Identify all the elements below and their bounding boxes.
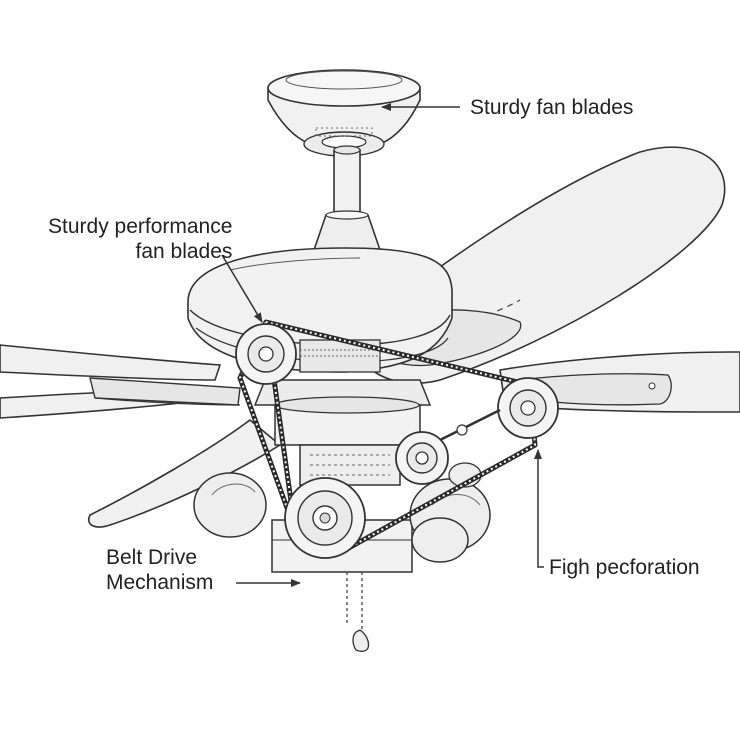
pull-chain bbox=[346, 572, 370, 652]
downrod bbox=[312, 145, 382, 251]
pulley-bottom-large bbox=[284, 477, 366, 559]
motor-housing bbox=[187, 247, 453, 373]
ceiling-canopy bbox=[267, 69, 421, 157]
pulley-top-left bbox=[235, 323, 297, 385]
leader-bottom-right bbox=[534, 449, 544, 568]
label-line-1: Sturdy performance bbox=[48, 215, 233, 238]
fan-blade-right bbox=[499, 351, 740, 413]
label-figh-pecforation-text: Figh pecforation bbox=[549, 556, 700, 579]
label-line-2: fan blades bbox=[135, 240, 233, 263]
pulley-middle bbox=[395, 408, 501, 485]
label-line-1: Belt Drive bbox=[106, 546, 198, 569]
label-figh-pecforation: Figh pecforation bbox=[549, 555, 700, 580]
leader-lines bbox=[221, 103, 544, 587]
label-sturdy-fan-blades: Sturdy fan blades bbox=[470, 95, 633, 120]
fan-blade-left bbox=[0, 344, 241, 419]
label-line-2: Mechanism bbox=[106, 571, 214, 594]
label-sturdy-performance-fan-blades: Sturdy performance fan blades bbox=[48, 214, 232, 264]
label-sturdy-fan-blades-text: Sturdy fan blades bbox=[470, 96, 634, 119]
pulley-right bbox=[497, 377, 559, 439]
label-belt-drive-mechanism: Belt Drive Mechanism bbox=[106, 545, 213, 595]
leader-top-left bbox=[221, 254, 263, 323]
